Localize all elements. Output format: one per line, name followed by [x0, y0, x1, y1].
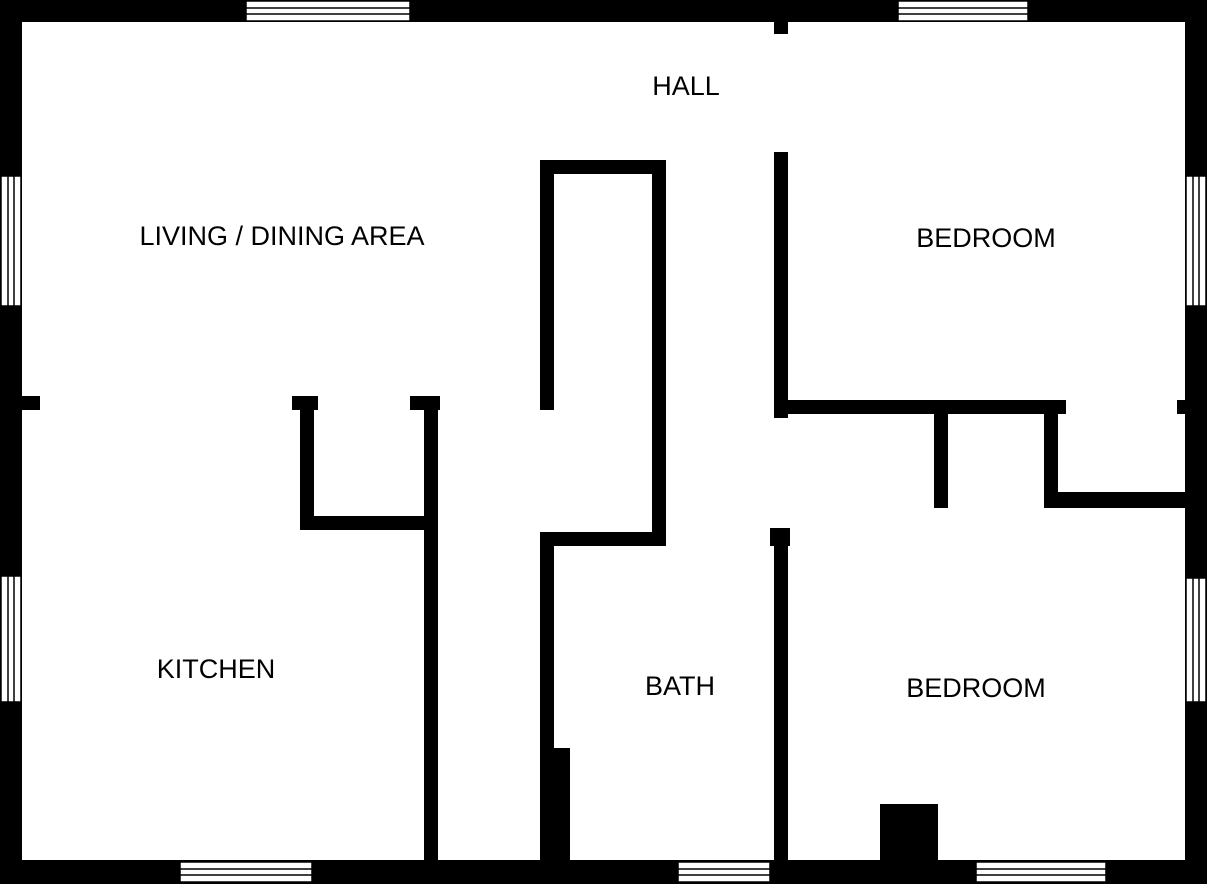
room-labels: HALL LIVING / DINING AREA BEDROOM KITCHE… — [139, 71, 1055, 703]
window-right-lower — [1185, 569, 1207, 711]
window-right-upper — [1185, 167, 1207, 315]
window-bottom-kitchen — [171, 861, 321, 883]
wall-left — [0, 0, 22, 884]
window-top-left — [237, 0, 419, 22]
label-bath: BATH — [645, 671, 715, 701]
label-bedroom-bottom: BEDROOM — [906, 673, 1046, 703]
label-hall: HALL — [652, 71, 720, 101]
wall-stub-left — [22, 396, 40, 410]
label-bedroom-top: BEDROOM — [916, 223, 1056, 253]
central-wall-top — [540, 160, 666, 174]
hall-right-wall-upper — [774, 152, 788, 418]
kitchen-closet-wall-left — [300, 396, 314, 530]
wall-right — [1185, 0, 1207, 884]
label-living-dining: LIVING / DINING AREA — [139, 221, 424, 251]
bath-wall-top — [540, 532, 666, 546]
kitchen-right-wall — [424, 396, 438, 860]
bedroom-divider-right-stub — [1177, 400, 1185, 414]
closet-wall-bottom-right — [1044, 492, 1185, 508]
central-wall-right — [652, 160, 666, 546]
kitchen-closet-wall-bottom — [300, 516, 432, 530]
window-left-upper — [0, 167, 22, 315]
closet-wall-left — [934, 400, 948, 508]
bath-wall-block — [540, 748, 570, 860]
window-bottom-bath — [669, 861, 779, 883]
label-kitchen: KITCHEN — [157, 654, 276, 684]
central-wall-left — [540, 160, 554, 410]
bedroom-divider-wall — [774, 400, 1066, 414]
window-left-lower — [0, 567, 22, 711]
interior-walls — [22, 22, 1185, 860]
hall-right-wall-lower — [774, 528, 788, 860]
closet-wall-right — [1044, 400, 1058, 508]
window-bottom-bedroom — [967, 861, 1115, 883]
chimney-block — [880, 804, 938, 860]
hall-right-wall-top-stub — [774, 22, 788, 34]
window-top-right — [889, 0, 1037, 22]
